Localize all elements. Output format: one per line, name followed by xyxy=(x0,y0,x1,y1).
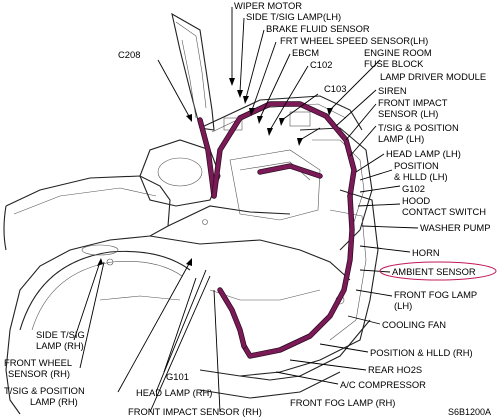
component-labels: WIPER MOTOR SIDE T/SIG LAMP(LH) BRAKE FL… xyxy=(4,0,497,417)
label-c102: C102 xyxy=(310,59,332,70)
label-side-tsig-rh-2: LAMP (RH) xyxy=(36,340,84,351)
label-position-hlld-rh: POSITION & HLLD (RH) xyxy=(370,347,473,358)
label-hood-1: HOOD xyxy=(402,195,430,206)
leader-lines xyxy=(73,7,419,413)
wiring-harness xyxy=(197,101,357,359)
label-hood-2: CONTACT SWITCH xyxy=(402,206,486,217)
vehicle-body xyxy=(3,12,379,415)
label-c103: C103 xyxy=(324,83,346,94)
label-engine-room-2: FUSE BLOCK xyxy=(364,58,424,69)
label-front-impact-lh-1: FRONT IMPACT xyxy=(378,97,448,108)
label-front-fog-lh-1: FRONT FOG LAMP xyxy=(394,289,477,300)
label-tsig-pos-lh-2: LAMP (LH) xyxy=(378,133,424,144)
label-front-impact-rh: FRONT IMPACT SENSOR (RH) xyxy=(128,406,262,417)
label-head-lamp-lh: HEAD LAMP (LH) xyxy=(386,148,461,159)
label-siren: SIREN xyxy=(378,85,407,96)
label-g101: G101 xyxy=(166,371,189,382)
label-front-wheel-rh-2: SENSOR (RH) xyxy=(8,368,70,379)
label-washer-pump: WASHER PUMP xyxy=(420,222,491,233)
label-side-tsig-lamp-lh: SIDE T/SIG LAMP(LH) xyxy=(246,11,341,22)
label-rear-ho2s: REAR HO2S xyxy=(368,364,422,375)
label-cooling-fan: COOLING FAN xyxy=(382,319,446,330)
label-side-tsig-rh-1: SIDE T/SIG xyxy=(36,329,85,340)
ambient-sensor-highlight xyxy=(379,261,497,281)
label-lamp-driver-module: LAMP DRIVER MODULE xyxy=(380,71,486,82)
label-ambient-sensor: AMBIENT SENSOR xyxy=(392,266,476,277)
label-front-fog-lh-2: (LH) xyxy=(394,300,412,311)
label-brake-fluid-sensor: BRAKE FLUID SENSOR xyxy=(266,23,370,34)
label-tsig-pos-rh-2: LAMP (RH) xyxy=(30,396,78,407)
label-wiper-motor: WIPER MOTOR xyxy=(234,0,302,11)
label-ac-compressor: A/C COMPRESSOR xyxy=(340,379,426,390)
label-position-hlld-lh-2: & HLLD (LH) xyxy=(394,171,448,182)
label-front-impact-lh-2: SENSOR (LH) xyxy=(378,108,438,119)
label-engine-room-1: ENGINE ROOM xyxy=(364,47,432,58)
label-c208: C208 xyxy=(118,49,140,60)
label-frt-wheel-speed-sensor-lh: FRT WHEEL SPEED SENSOR(LH) xyxy=(280,35,428,46)
label-horn: HORN xyxy=(412,247,440,258)
label-tsig-pos-lh-1: T/SIG & POSITION xyxy=(378,122,459,133)
figure-code: S6B1200A xyxy=(448,407,491,417)
label-g102: G102 xyxy=(402,183,425,194)
label-ebcm: EBCM xyxy=(292,47,319,58)
label-front-fog-rh: FRONT FOG LAMP (RH) xyxy=(290,397,395,408)
label-head-lamp-rh: HEAD LAMP (RH) xyxy=(136,387,212,398)
label-position-hlld-lh-1: POSITION xyxy=(394,160,439,171)
label-front-wheel-rh-1: FRONT WHEEL xyxy=(4,357,72,368)
label-tsig-pos-rh-1: T/SIG & POSITION xyxy=(4,385,85,396)
